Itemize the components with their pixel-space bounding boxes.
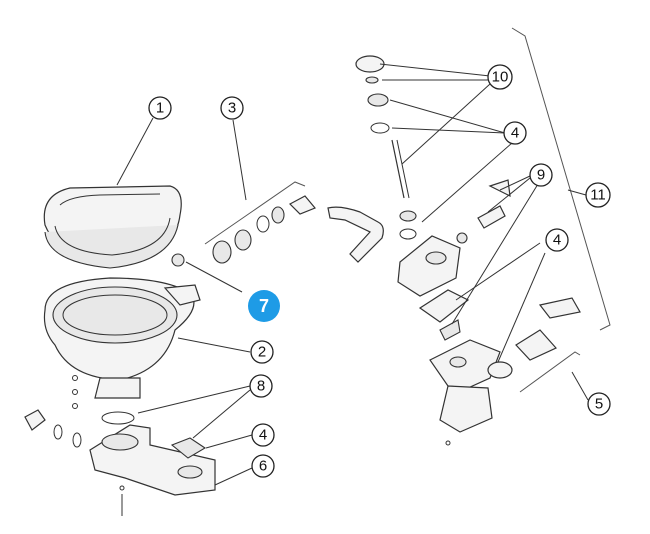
svg-text:4: 4 (553, 232, 561, 249)
svg-text:6: 6 (259, 458, 267, 475)
callout-5: 5 (587, 392, 611, 416)
svg-text:9: 9 (537, 167, 545, 184)
callout-4-bottom: 4 (251, 423, 275, 447)
pump-body-part (397, 179, 511, 341)
svg-text:2: 2 (258, 344, 266, 361)
callout-3: 3 (220, 96, 244, 120)
leader-lines (116, 63, 589, 486)
callout-8: 8 (249, 374, 273, 398)
pump-base-part (429, 297, 581, 433)
callout-11: 11 (585, 182, 611, 208)
small-hardware-left (24, 253, 451, 516)
callout-4-top: 4 (503, 121, 527, 145)
base-part (89, 411, 216, 496)
rear-fittings-part (212, 195, 384, 264)
callout-6: 6 (251, 454, 275, 478)
svg-text:3: 3 (228, 100, 236, 117)
svg-text:4: 4 (511, 125, 519, 142)
callout-9: 9 (529, 163, 553, 187)
bracket-3 (204, 181, 306, 245)
callout-10: 10 (487, 64, 513, 90)
callout-4-middle: 4 (545, 228, 569, 252)
seat-lid-part (43, 185, 182, 269)
svg-text:10: 10 (492, 69, 509, 86)
bracket-5 (519, 351, 581, 393)
svg-text:7: 7 (259, 296, 269, 316)
svg-text:8: 8 (257, 378, 265, 395)
callout-2: 2 (250, 340, 274, 364)
svg-text:5: 5 (595, 396, 603, 413)
pump-top-parts (355, 55, 417, 240)
bowl-part (43, 277, 201, 399)
callout-7-highlighted: 7 (248, 290, 280, 322)
bracket-11 (511, 27, 611, 331)
svg-text:1: 1 (156, 100, 164, 117)
callout-1: 1 (148, 96, 172, 120)
svg-text:11: 11 (590, 187, 606, 204)
svg-text:4: 4 (259, 427, 267, 444)
